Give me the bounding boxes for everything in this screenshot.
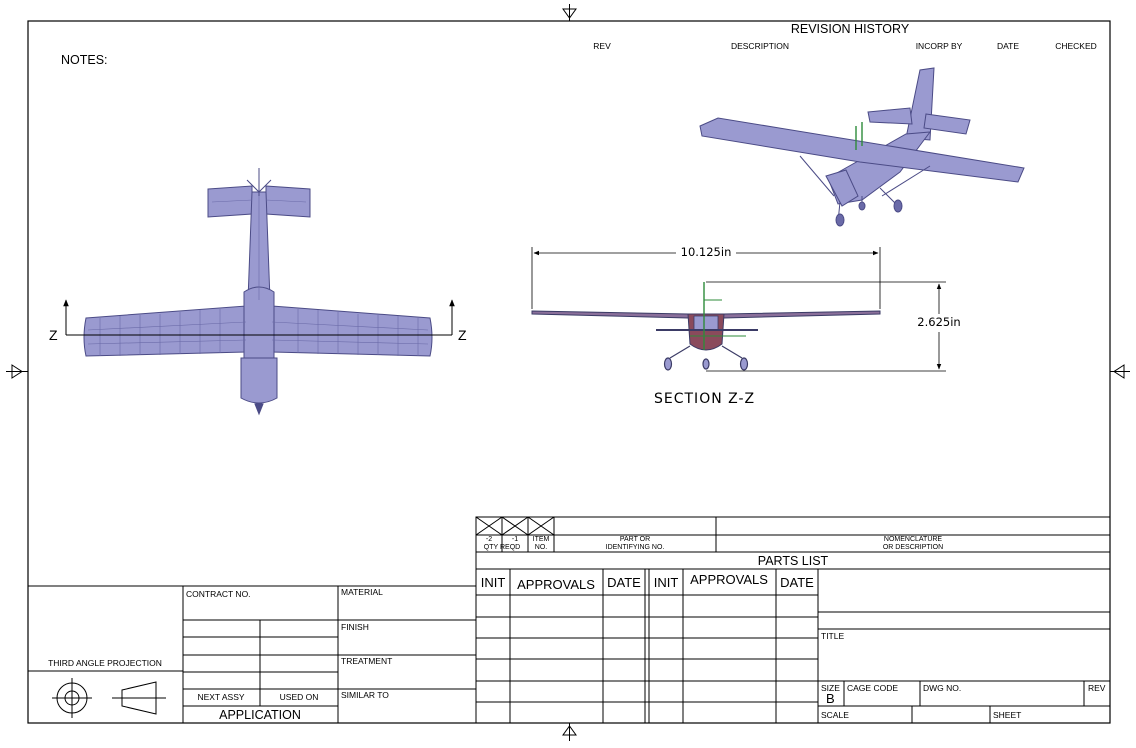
part-or-label: PART OR [619, 536, 651, 543]
used-on-label: USED ON [279, 692, 319, 702]
cage-code-label: CAGE CODE [847, 683, 899, 693]
aircraft-top-view [83, 185, 433, 416]
approvals-init-1: INIT [480, 575, 506, 590]
revision-col-checked: CHECKED [1055, 41, 1097, 51]
material-label: MATERIAL [341, 587, 383, 597]
contract-no-label: CONTRACT NO. [186, 589, 251, 599]
section-cut-line [63, 299, 455, 336]
third-angle-projection-label: THIRD ANGLE PROJECTION [48, 658, 162, 668]
title-block-grid [817, 568, 1111, 724]
section-windshield [693, 315, 719, 331]
revision-col-description: DESCRIPTION [730, 41, 790, 51]
parts-list-title: PARTS LIST [757, 554, 829, 568]
revision-history-title: REVISION HISTORY [790, 22, 910, 36]
isometric-wheels [835, 199, 903, 227]
qty-neg1: -1 [511, 536, 519, 543]
item-no-label: NO. [534, 544, 548, 551]
notes-label: NOTES: [61, 53, 108, 67]
approvals-date-1: DATE [607, 575, 641, 590]
identifying-no-label: IDENTIFYING NO. [605, 544, 665, 551]
scale-label: SCALE [821, 710, 849, 720]
section-marker-left: Z [49, 327, 58, 343]
qty-neg2: -2 [485, 536, 493, 543]
approvals-label-2: APPROVALS [690, 572, 768, 587]
size-label: SIZE [821, 683, 840, 693]
section-landing-gear [663, 345, 749, 371]
tail-antenna [246, 168, 272, 196]
dimension-lines [531, 247, 946, 372]
section-view-label: SECTION Z-Z [654, 391, 756, 407]
application-label: APPLICATION [219, 708, 301, 722]
centering-marks [6, 4, 1130, 741]
treatment-label: TREATMENT [341, 656, 393, 666]
similar-to-label: SIMILAR TO [341, 690, 389, 700]
approvals-grid [475, 568, 819, 724]
finish-label: FINISH [341, 622, 369, 632]
nomenclature-label: NOMENCLATURE [883, 536, 943, 543]
dimension-span-label: 10.125in [678, 245, 734, 259]
dimension-height-label: 2.625in [915, 315, 963, 329]
revision-col-incorp-by: INCORP BY [915, 41, 963, 51]
next-assy-label: NEXT ASSY [197, 692, 245, 702]
approvals-init-2: INIT [653, 575, 679, 590]
third-angle-projection-symbol [52, 678, 166, 718]
section-marker-right: Z [458, 327, 467, 343]
aircraft-isometric-view [699, 67, 1025, 207]
sheet-label: SHEET [993, 710, 1022, 720]
title-label: TITLE [821, 631, 845, 641]
approvals-date-2: DATE [780, 575, 814, 590]
left-block-grid [27, 585, 477, 724]
revision-col-rev: REV [593, 41, 611, 51]
isometric-details [799, 155, 931, 223]
approvals-label-1: APPROVALS [517, 577, 595, 592]
rev-label: REV [1088, 683, 1106, 693]
revision-col-date: DATE [996, 41, 1020, 51]
or-description-label: OR DESCRIPTION [882, 544, 944, 551]
size-value: B [826, 691, 835, 706]
aircraft-section-view [531, 282, 881, 371]
isometric-green-markers [855, 122, 863, 150]
qty-reqd-label: QTY REQD [483, 544, 521, 551]
item-label: ITEM [532, 536, 550, 543]
dwg-no-label: DWG NO. [923, 683, 962, 693]
